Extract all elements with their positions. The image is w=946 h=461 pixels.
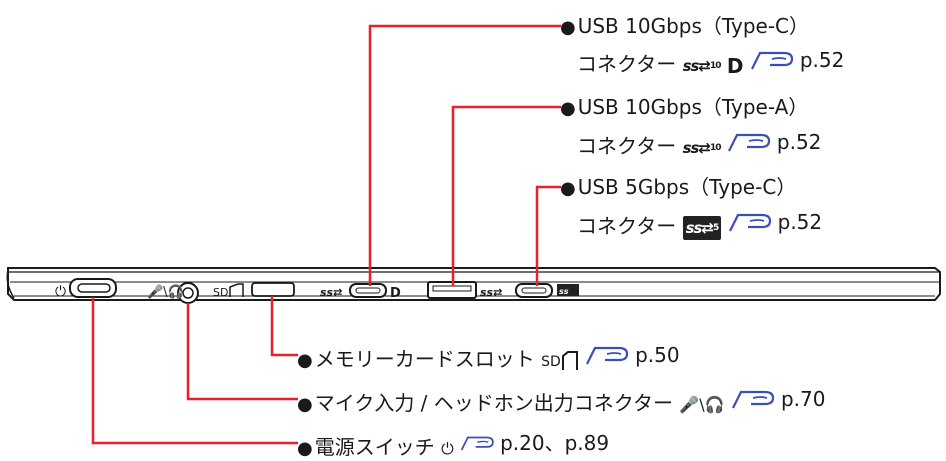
dp-icon-side: D (390, 286, 401, 301)
label-usb-c-10g-title: ●USB 10Gbps（Type-C） (560, 14, 809, 40)
bullet: ● (560, 17, 576, 38)
leader-power (91, 297, 298, 445)
leader-usb-c-10g (368, 24, 561, 286)
reference-hand-icon (728, 213, 771, 232)
leader-usb-a-10g (451, 105, 561, 286)
ss10-icon: ss⇄10 (682, 138, 722, 157)
ss10-icon: ss⇄10 (682, 56, 722, 75)
power-switch (69, 278, 117, 298)
usb-a-10g-title: USB 10Gbps（Type-A） (577, 95, 809, 119)
page-ref: p.52 (776, 130, 822, 154)
bullet: ● (297, 438, 313, 459)
sd-text-side: SD (213, 286, 228, 299)
page-ref: p.70 (780, 387, 826, 411)
label-usb-c-10g-line2: コネクター ss⇄10 D p.52 (577, 48, 844, 78)
leader-sd (270, 296, 298, 357)
page-ref: p.50 (635, 343, 680, 367)
power-icon: ⏻ (441, 439, 454, 458)
ss5-icon-side (557, 284, 579, 296)
bullet: ● (297, 394, 313, 415)
bullet: ● (560, 178, 576, 199)
ss10-icon-side-a: ss⇄ (480, 286, 502, 299)
sd-card-icon (561, 350, 578, 370)
leader-usb-c-5g (535, 185, 561, 286)
page-ref: p.52 (777, 210, 823, 234)
sd-slot (251, 282, 295, 297)
ss10-icon-side-c: ss⇄ (320, 286, 342, 299)
audio-symbol-side: 🎤\🎧 (147, 283, 184, 300)
displayport-icon: D (726, 53, 744, 78)
sd-icon: SD (541, 354, 561, 370)
bullet: ● (297, 350, 313, 371)
label-usb-c-5g-title: ●USB 5Gbps（Type-C） (560, 175, 796, 201)
mic-headphone-icon: 🎤\🎧 (679, 395, 725, 414)
leader-audio (186, 303, 298, 401)
audio-jack (177, 282, 199, 304)
power-symbol-side: ⏻ (55, 284, 66, 300)
label-usb-a-10g-line2: コネクター ss⇄10 p.52 (577, 130, 821, 160)
connector-text: コネクター (577, 52, 677, 76)
page-ref: p.20、p.89 (500, 431, 610, 455)
reference-hand-icon (731, 390, 775, 409)
svg-text:ss: ss (559, 287, 569, 296)
reference-hand-icon (727, 133, 770, 152)
label-power: ●電源スイッチ ⏻ p.20、p.89 (297, 431, 609, 461)
label-usb-c-5g-line2: コネクター ss⇄5 p.52 (577, 210, 822, 240)
bullet: ● (560, 98, 576, 119)
sd-card-icon-side (229, 283, 244, 297)
label-sd-slot: ●メモリーカードスロット SD p.50 (297, 343, 680, 374)
connector-text: コネクター (577, 134, 677, 158)
audio-text: マイク入力 / ヘッドホン出力コネクター (314, 391, 673, 415)
connector-text: コネクター (577, 214, 677, 238)
power-text: 電源スイッチ (314, 435, 435, 459)
label-usb-a-10g-title: ●USB 10Gbps（Type-A） (560, 95, 808, 121)
leader-lines (91, 24, 561, 445)
usb-c-5g-title: USB 5Gbps（Type-C） (577, 175, 797, 199)
reference-hand-icon (586, 346, 629, 365)
label-audio: ●マイク入力 / ヘッドホン出力コネクター 🎤\🎧 p.70 (297, 387, 825, 417)
ss5-icon: ss⇄5 (682, 215, 722, 240)
reference-hand-icon (460, 436, 494, 451)
reference-hand-icon (750, 51, 793, 70)
page-ref: p.52 (799, 48, 845, 72)
sd-slot-text: メモリーカードスロット (314, 347, 535, 371)
usb-c-10g-title: USB 10Gbps（Type-C） (577, 14, 810, 38)
